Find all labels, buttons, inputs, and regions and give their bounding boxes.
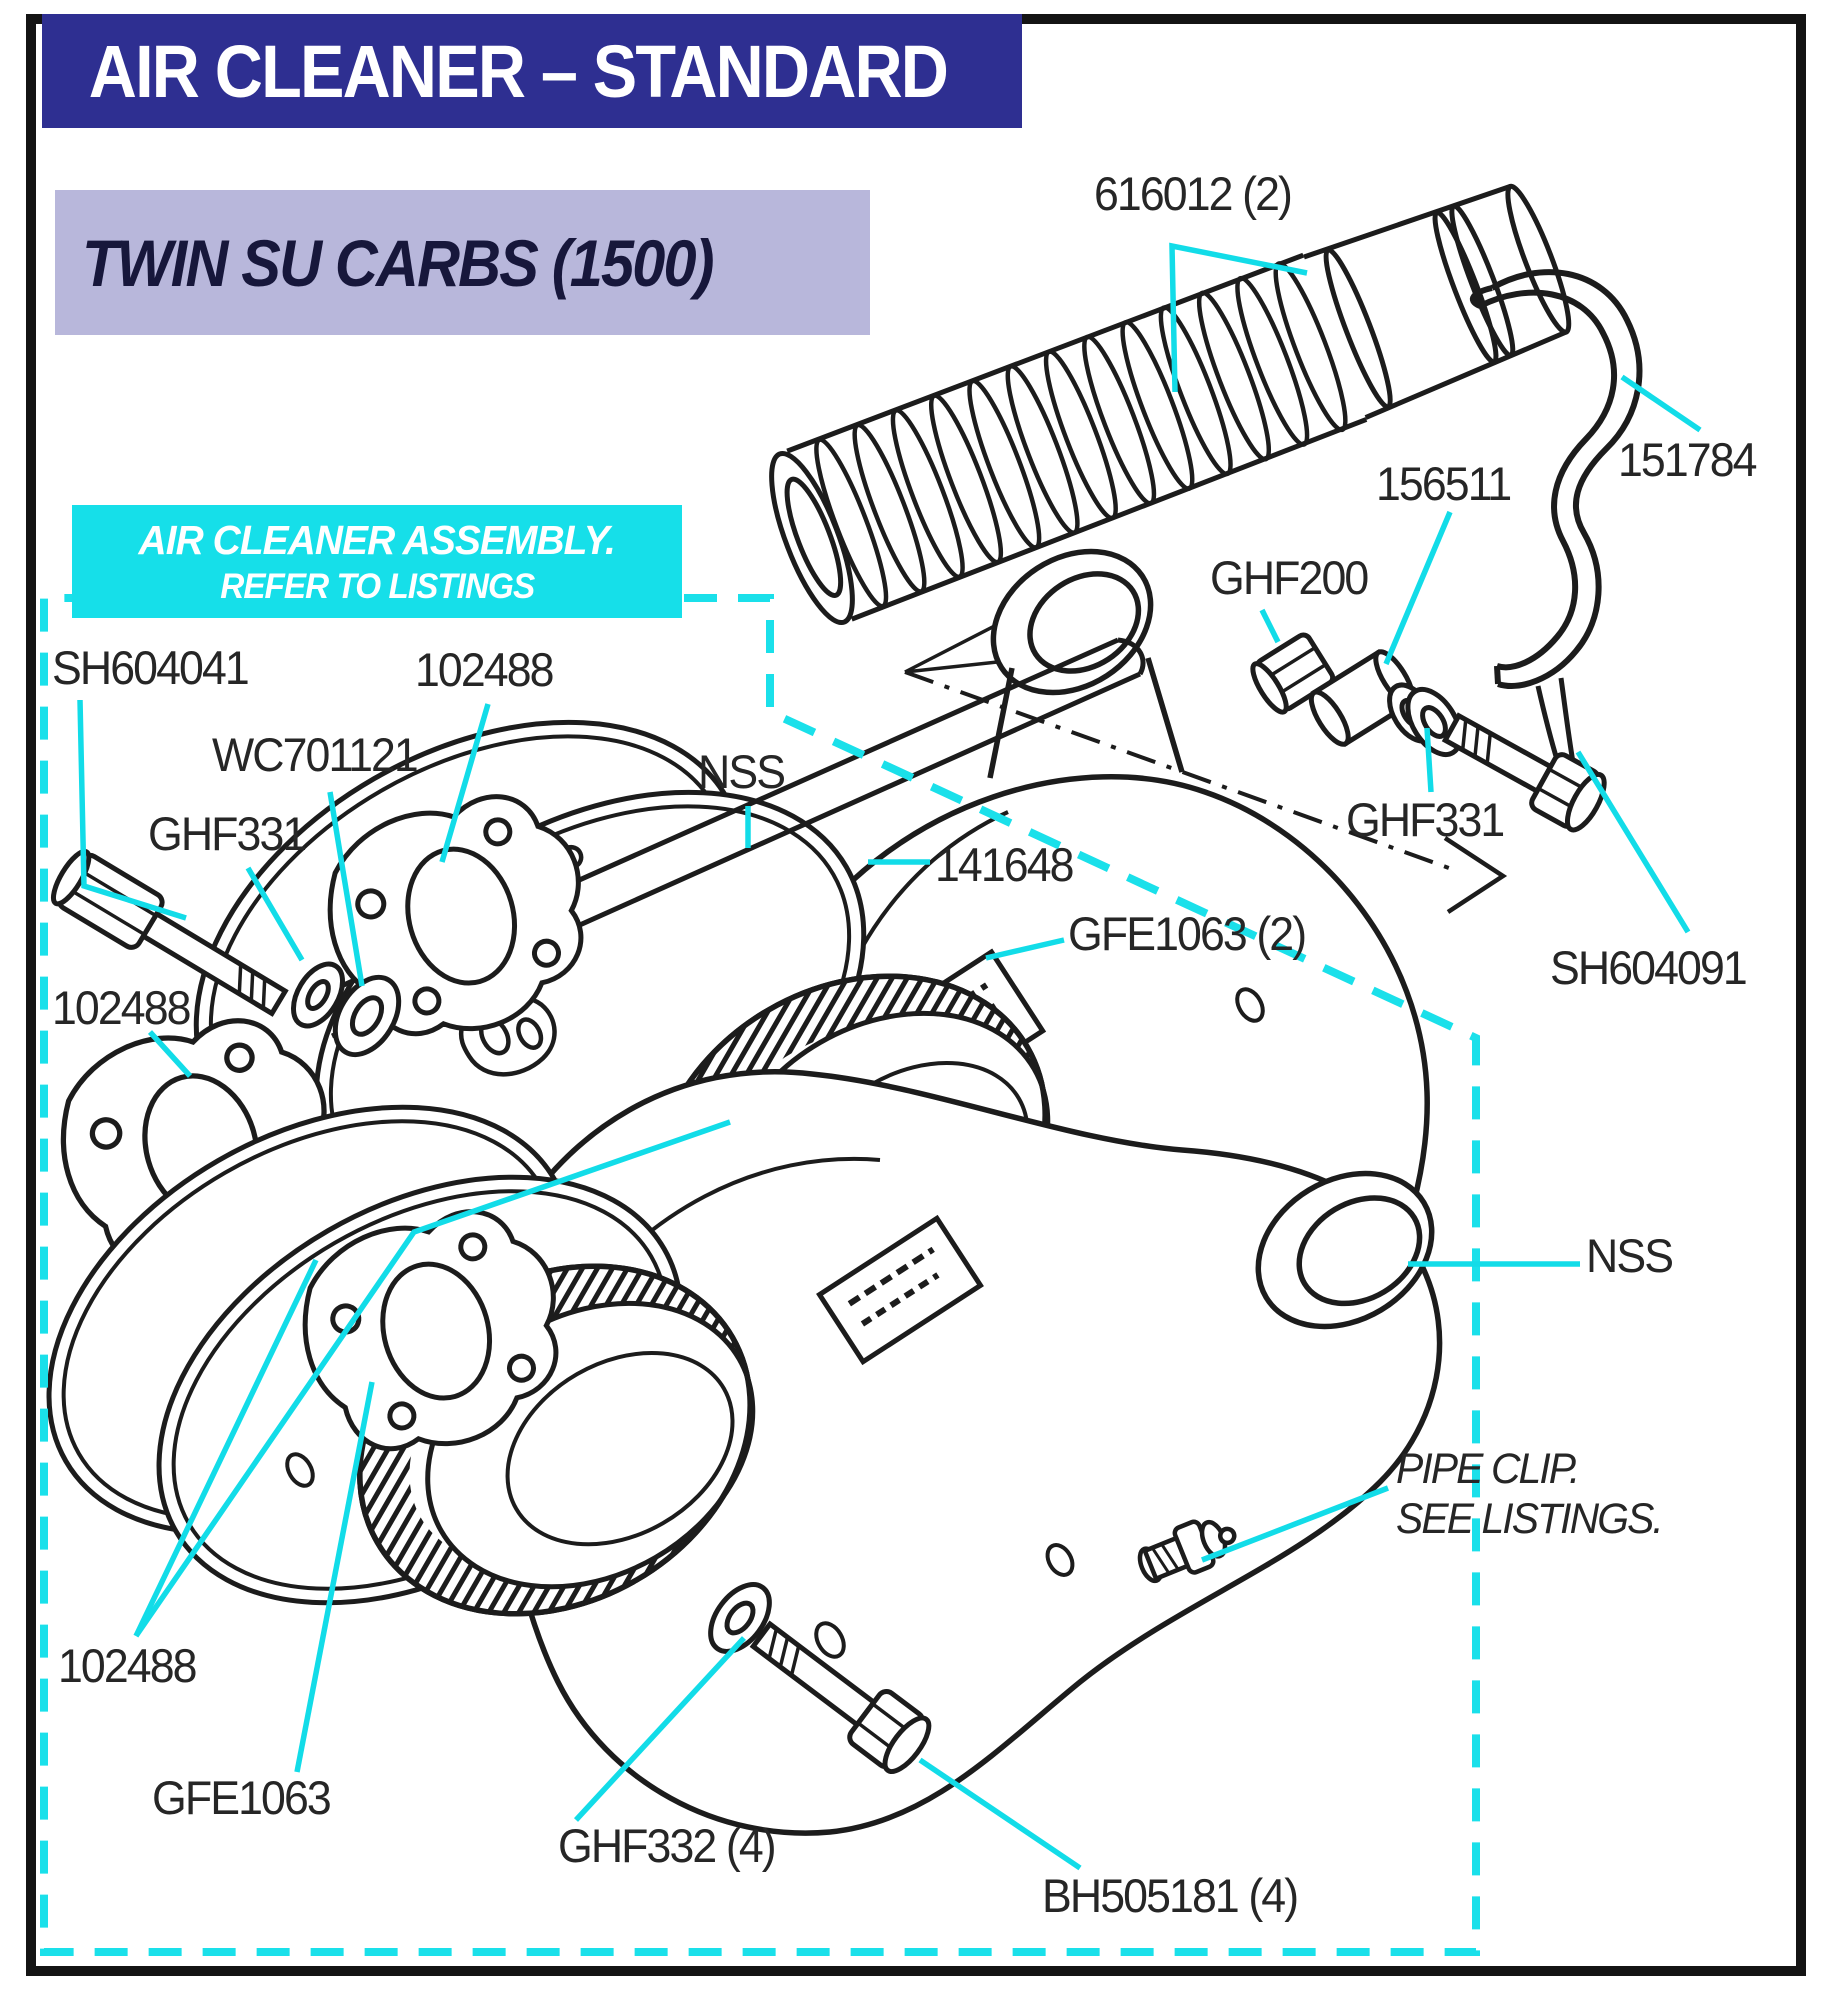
part-label-156511: 156511 (1376, 457, 1512, 510)
pipe-clip-drawing (1137, 1519, 1237, 1584)
bolt-sh604041-drawing (50, 848, 402, 1058)
bolt-bh505181-drawing (708, 1582, 932, 1774)
part-label-ghf331-left: GHF331 (148, 807, 307, 860)
part-label-gfe1063-bottom: GFE1063 (152, 1771, 332, 1824)
part-label-sh604041: SH604041 (52, 641, 250, 694)
part-label-ghf200: GHF200 (1210, 551, 1369, 604)
subtitle: TWIN SU CARBS (1500) (82, 225, 714, 300)
part-label-nss-top: NSS (698, 745, 786, 798)
dashed-assembly-boundary (40, 594, 1480, 1956)
part-label-wc701121: WC701121 (212, 728, 419, 781)
part-label-sh604091: SH604091 (1550, 941, 1748, 994)
leader-lines (77, 242, 1702, 1871)
annotation-pipe-clip-line2: SEE LISTINGS. (1396, 1495, 1664, 1543)
part-label-ghf331-right: GHF331 (1346, 793, 1505, 846)
part-label-102488-mid: 102488 (52, 981, 191, 1034)
part-label-102488-bottom: 102488 (58, 1639, 197, 1692)
assembly-note-box: AIR CLEANER ASSEMBLY. REFER TO LISTINGS (72, 505, 682, 618)
part-label-616012: 616012 (2) (1094, 167, 1293, 220)
part-label-bh505181: BH505181 (4) (1042, 1869, 1299, 1922)
assembly-note-line2: REFER TO LISTINGS (220, 566, 535, 606)
subtitle-box: TWIN SU CARBS (1500) (55, 190, 870, 335)
part-label-102488-top: 102488 (415, 643, 554, 696)
annotation-pipe-clip-line1: PIPE CLIP. (1396, 1445, 1580, 1493)
page-title: AIR CLEANER – STANDARD (88, 29, 949, 113)
part-label-ghf332: GHF332 (4) (558, 1819, 777, 1872)
title-bar: AIR CLEANER – STANDARD (42, 14, 1022, 128)
part-label-nss-right: NSS (1586, 1229, 1674, 1282)
corrugated-hose-drawing (769, 183, 1572, 626)
part-label-151784: 151784 (1618, 433, 1757, 486)
hardware-right-drawing (1250, 632, 1607, 833)
part-label-141648: 141648 (935, 838, 1074, 891)
assembly-note-line1: AIR CLEANER ASSEMBLY. (138, 516, 616, 563)
part-label-gfe1063-2: GFE1063 (2) (1068, 907, 1307, 960)
